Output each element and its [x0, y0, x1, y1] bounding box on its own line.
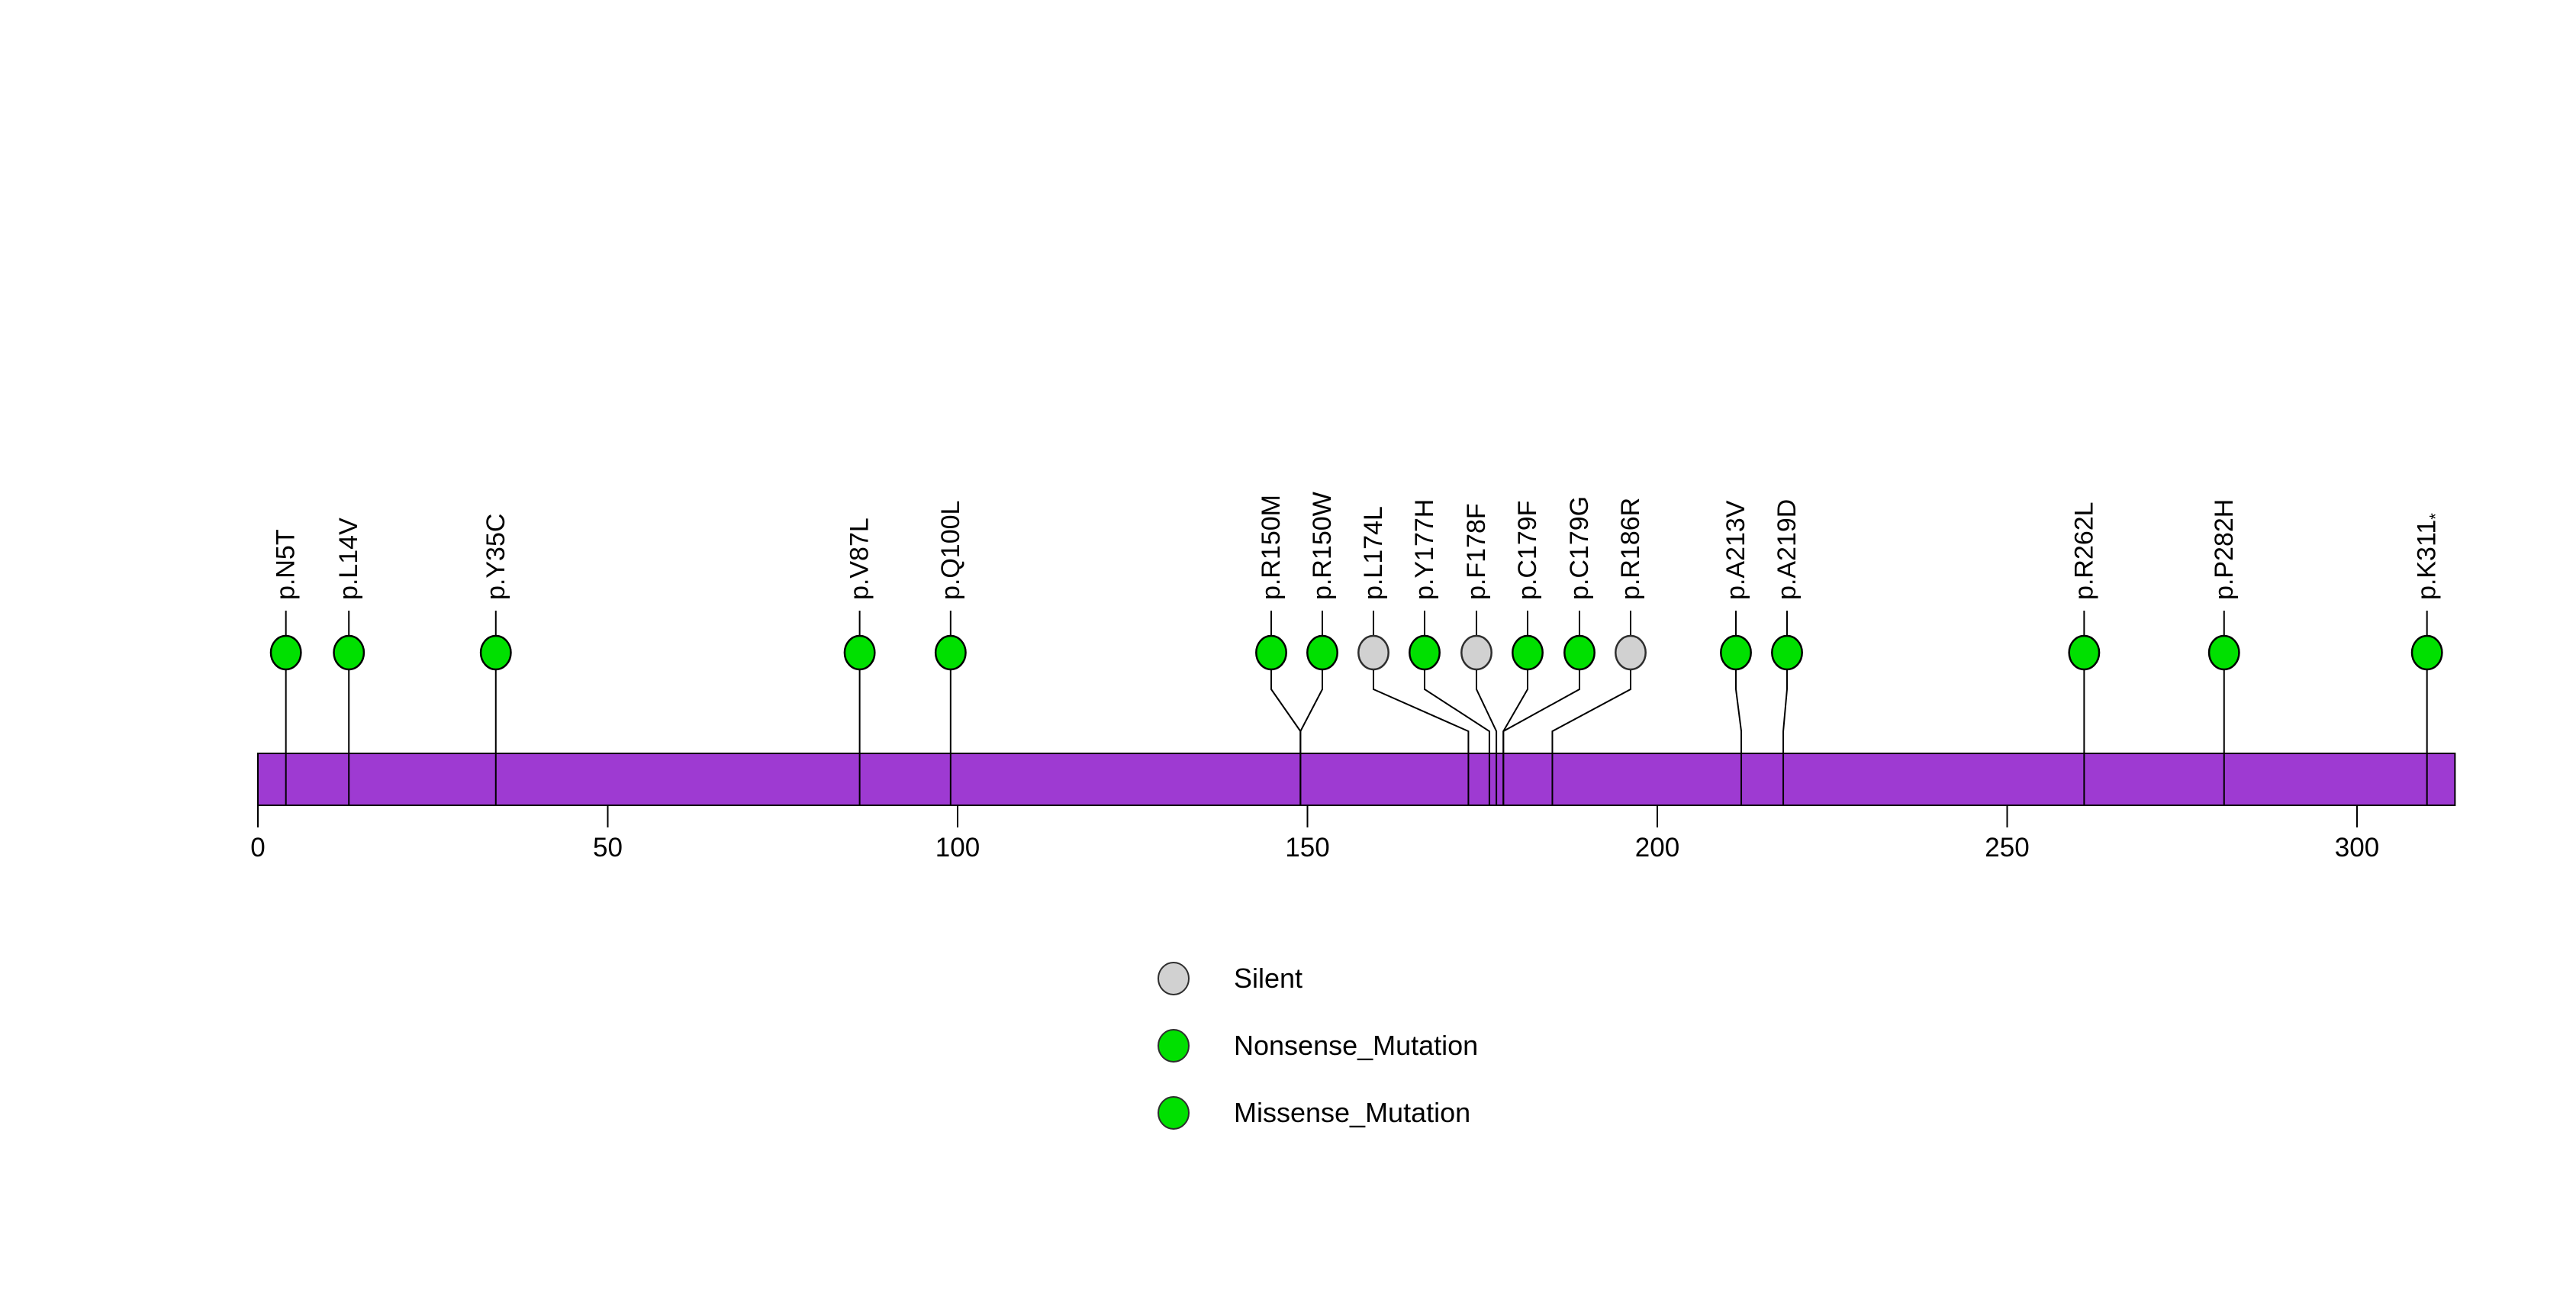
lollipop-head: [843, 634, 876, 671]
axis-tick-label: 300: [2335, 833, 2379, 863]
lollipop-head: [1306, 634, 1338, 671]
lollipop-head: [333, 634, 365, 671]
lollipop-head: [269, 634, 302, 671]
lollipop-stick: [1735, 669, 1743, 805]
mutation-label: p.K311*: [2413, 513, 2446, 600]
lollipop-stick-layer: [285, 611, 2428, 805]
protein-bar-layer: [257, 753, 2456, 806]
mutation-label: p.L174L: [1359, 506, 1388, 600]
x-axis: 0 50 100 150 200 250 300: [250, 805, 2379, 863]
mutation-label: p.R262L: [2069, 501, 2098, 600]
mutation-label: p.R150M: [1257, 495, 1286, 600]
mutation-label-sub: *: [2426, 513, 2446, 520]
legend-swatch-circle: [1158, 1029, 1190, 1063]
mutation-label: p.Q100L: [936, 501, 965, 600]
axis-tick-label: 100: [935, 833, 980, 863]
lollipop-head: [2068, 634, 2101, 671]
lollipop-stick: [1551, 669, 1631, 805]
mutation-label: p.Y177H: [1410, 499, 1439, 600]
mutation-label: p.A219D: [1773, 499, 1802, 600]
lollipop-head: [1512, 634, 1544, 671]
mutation-label: p.F178F: [1462, 503, 1491, 600]
mutation-label: p.N5T: [272, 529, 301, 600]
legend-item-label: Silent: [1234, 963, 1302, 994]
lollipop-stick: [1476, 669, 1498, 805]
mutation-label: p.L14V: [334, 518, 363, 600]
mutation-label-main: p.K311: [2413, 520, 2442, 600]
legend-swatch-circle: [1158, 962, 1190, 995]
mutation-label-layer: p.N5T p.L14V p.Y35C p.V87L p.Q100L p.R150M p.R…: [272, 492, 2446, 600]
lollipop-head: [1409, 634, 1441, 671]
lollipop-stick: [1782, 669, 1788, 805]
lollipop-head: [1255, 634, 1287, 671]
mutation-label: p.A213V: [1721, 500, 1750, 600]
axis-tick-label: 50: [593, 833, 623, 863]
axis-tick-label: 0: [250, 833, 265, 863]
lollipop-head: [1563, 634, 1596, 671]
legend-item-label: Nonsense_Mutation: [1234, 1030, 1478, 1061]
mutation-label: p.P282H: [2210, 499, 2239, 600]
mutation-label: p.Y35C: [481, 514, 510, 600]
mutation-label: p.C179F: [1513, 501, 1542, 600]
mutation-label: p.R150W: [1308, 492, 1337, 600]
lollipop-head: [2207, 634, 2240, 671]
lollipop-head: [934, 634, 967, 671]
axis-tick-label: 200: [1635, 833, 1679, 863]
lollipop-stick: [1424, 669, 1490, 805]
lollipop-stick: [1299, 669, 1323, 805]
lollipop-stick: [1373, 669, 1470, 805]
lollipop-head: [1357, 634, 1389, 671]
lollipop-stick: [1502, 669, 1580, 805]
legend-swatch-circle: [1158, 1096, 1190, 1130]
lollipop-head-layer: [269, 634, 2443, 671]
lollipop-head: [1615, 634, 1647, 671]
lollipop-head: [1771, 634, 1803, 671]
mutation-label: p.R186R: [1616, 498, 1645, 600]
mutation-label: p.C179G: [1565, 496, 1594, 600]
lollipop-head: [1720, 634, 1752, 671]
lollipop-head: [1460, 634, 1492, 671]
lollipop-head: [479, 634, 512, 671]
mutation-label: p.V87L: [845, 518, 874, 600]
axis-tick-label: 150: [1285, 833, 1329, 863]
axis-tick-label: 250: [1985, 833, 2029, 863]
lollipop-head: [2410, 634, 2443, 671]
protein-domain-bar: [257, 753, 2456, 806]
legend-item-label: Missense_Mutation: [1234, 1097, 1470, 1128]
